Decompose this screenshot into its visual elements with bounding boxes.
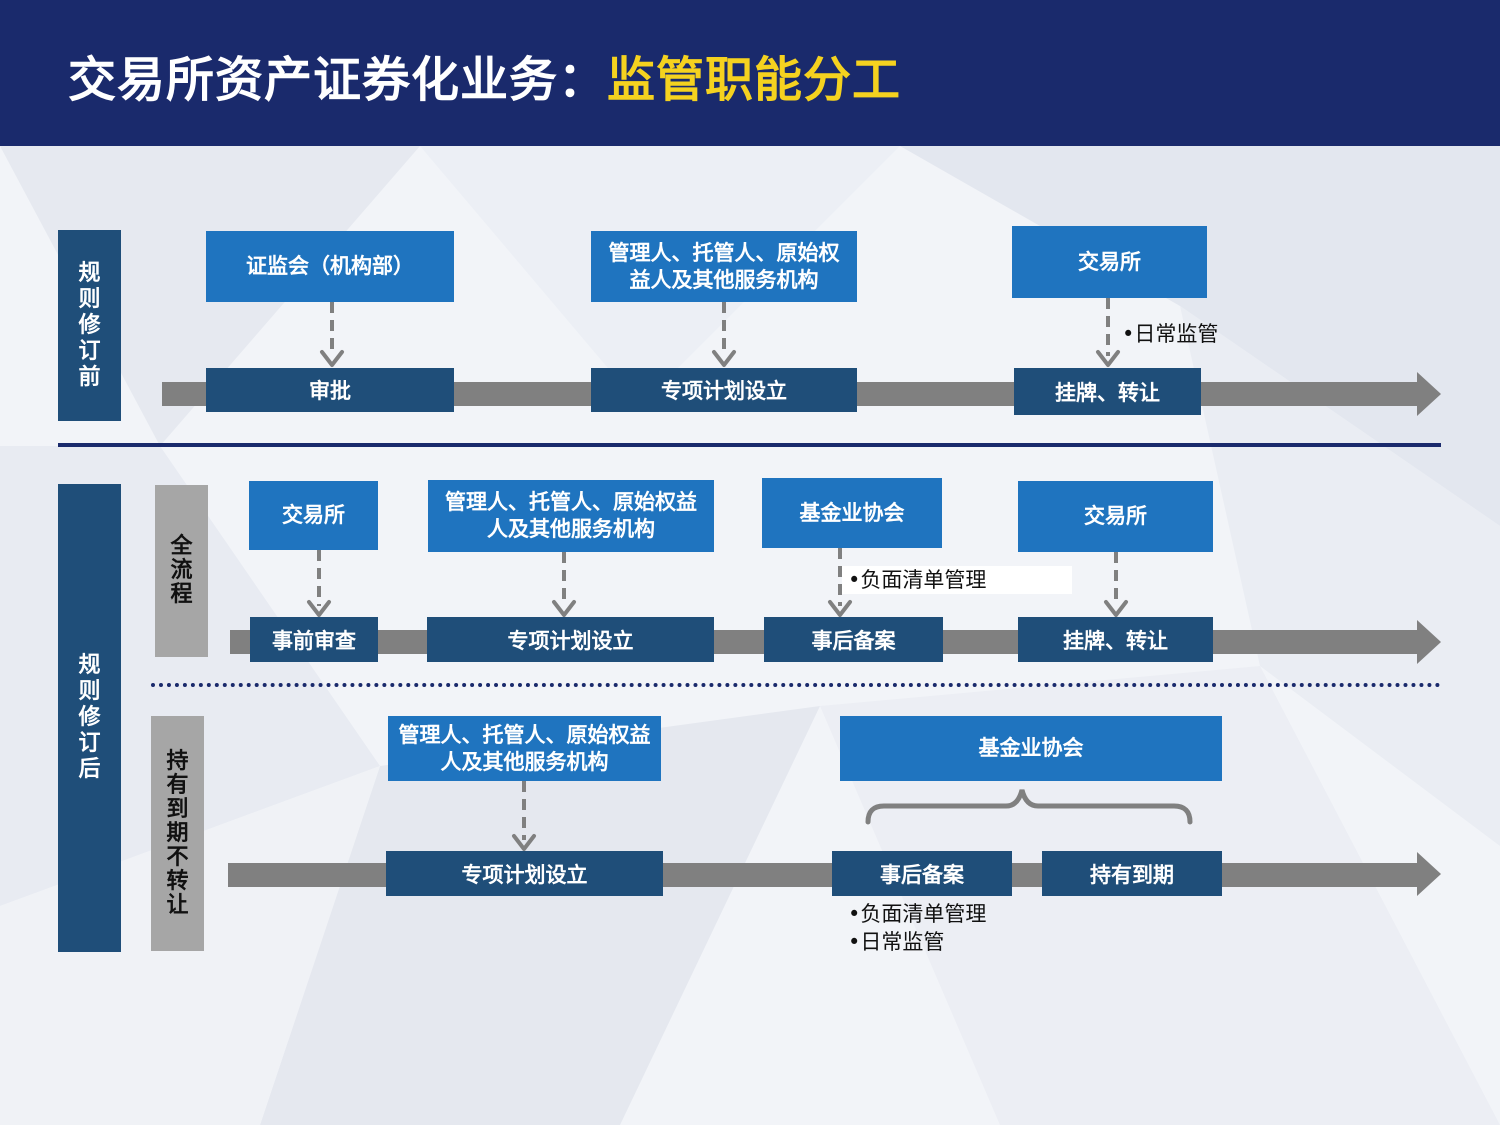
label-after: 规则修订后: [58, 484, 121, 952]
note-negative-list-full: •负面清单管理: [842, 566, 1072, 594]
note-negative-list-hold: •负面清单管理: [848, 902, 987, 926]
step-maturity-hold: 持有到期: [1042, 851, 1222, 896]
title-main: 交易所资产证券化业务：: [68, 52, 608, 108]
box-managers-before: 管理人、托管人、原始权益人及其他服务机构: [591, 231, 857, 302]
title-highlight: 监管职能分工: [607, 52, 902, 108]
box-amac-full: 基金业协会: [762, 478, 942, 548]
note-daily-supervision-before: •日常监管: [1122, 322, 1219, 346]
step-filing-full: 事后备案: [764, 617, 943, 662]
step-approval: 审批: [206, 368, 454, 412]
box-csrc: 证监会（机构部）: [206, 231, 454, 302]
header-bar: [0, 0, 1500, 146]
box-exchange-full-2: 交易所: [1018, 481, 1213, 552]
step-prereview: 事前审查: [250, 617, 378, 662]
label-before: 规则修订前: [58, 230, 121, 421]
box-exchange-before: 交易所: [1012, 226, 1207, 298]
box-amac-hold: 基金业协会: [840, 716, 1222, 781]
section-divider: [58, 443, 1441, 447]
step-filing-hold: 事后备案: [832, 851, 1012, 896]
step-plan-full: 专项计划设立: [427, 617, 714, 662]
page-title: 交易所资产证券化业务：监管职能分工: [68, 48, 901, 112]
step-listing-before: 挂牌、转让: [1014, 368, 1201, 415]
note-daily-supervision-hold: •日常监管: [848, 930, 945, 954]
label-full-process: 全流程: [155, 485, 208, 657]
step-plan-before: 专项计划设立: [591, 368, 857, 412]
step-listing-full: 挂牌、转让: [1018, 617, 1213, 662]
box-exchange-full-1: 交易所: [249, 481, 378, 550]
dotted-divider: [151, 683, 1441, 687]
step-plan-hold: 专项计划设立: [386, 851, 663, 896]
label-hold-to-maturity: 持有到期不转让: [151, 716, 204, 951]
box-managers-hold: 管理人、托管人、原始权益人及其他服务机构: [388, 716, 661, 781]
box-managers-full: 管理人、托管人、原始权益人及其他服务机构: [428, 480, 714, 552]
